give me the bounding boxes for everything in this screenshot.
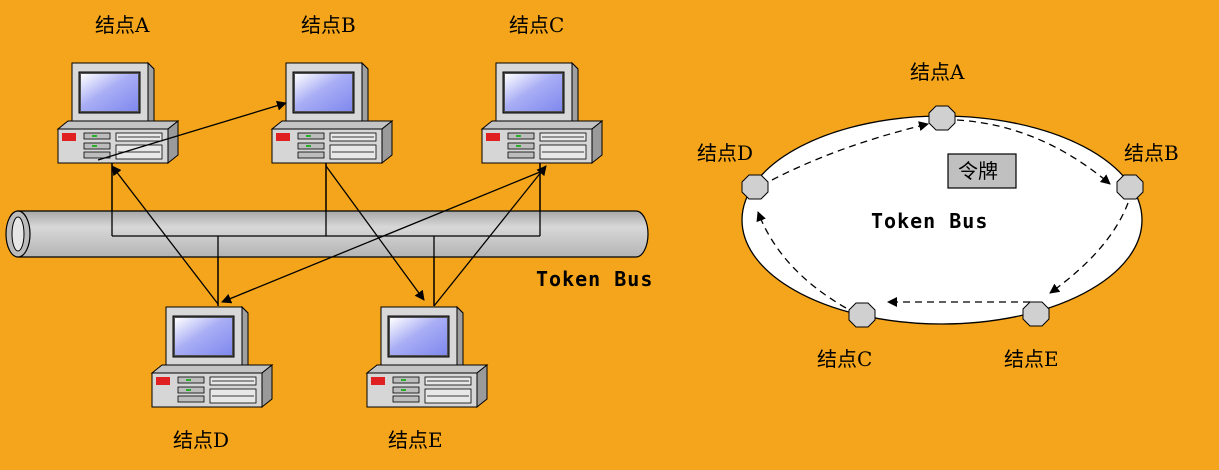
ring-token-arrows	[756, 119, 1129, 309]
bus-label: Token Bus	[536, 267, 653, 291]
ring-node-label-d: 结点D	[697, 141, 753, 165]
arrow-c-to-d	[221, 171, 541, 304]
ring-node-b	[1116, 174, 1144, 200]
computer-icon-node-e	[366, 306, 488, 408]
token-box	[947, 153, 1017, 189]
node-label-a: 结点A	[95, 13, 150, 37]
arrow-d-to-a	[111, 165, 219, 305]
ring-nodes	[741, 105, 1144, 328]
ring-node-label-b: 结点B	[1124, 141, 1179, 165]
arrow-a-to-b	[97, 100, 287, 161]
computer-icon-node-c	[481, 62, 603, 164]
ring-node-label-e: 结点E	[1004, 347, 1059, 371]
ring-node-a	[928, 105, 956, 131]
ring-node-d	[741, 174, 769, 200]
ring-label: Token Bus	[871, 209, 988, 233]
bus-network: 结点A 结点B 结点C 结点D 结点E Token Bus	[5, 13, 653, 452]
computer-icon-node-d	[151, 306, 273, 408]
ring-node-c	[848, 302, 876, 328]
arrow-b-to-e	[325, 165, 425, 301]
arrow-e-to-c	[433, 165, 547, 307]
ring-arrow-c-to-d	[756, 211, 847, 309]
ring-node-label-a: 结点A	[910, 60, 965, 84]
node-label-c: 结点C	[509, 13, 564, 37]
ring-arrow-b-to-e	[1049, 202, 1129, 294]
node-label-e: 结点E	[388, 428, 443, 452]
token-label: 令牌	[958, 159, 998, 183]
computer-icon-node-b	[271, 62, 393, 164]
ring-network: 令牌 Token Bus 结点A 结点B 结点E 结点C 结点D	[697, 60, 1179, 371]
ring-arrow-a-to-b	[956, 119, 1111, 185]
computer-icon-node-a	[57, 62, 179, 164]
bus-cable	[5, 210, 649, 258]
node-label-d: 结点D	[173, 428, 229, 452]
ring-node-e	[1022, 301, 1050, 327]
bus-token-arrows	[97, 100, 547, 307]
node-label-b: 结点B	[301, 13, 356, 37]
ring-arrow-d-to-a	[771, 121, 929, 181]
ring-node-label-c: 结点C	[817, 347, 872, 371]
